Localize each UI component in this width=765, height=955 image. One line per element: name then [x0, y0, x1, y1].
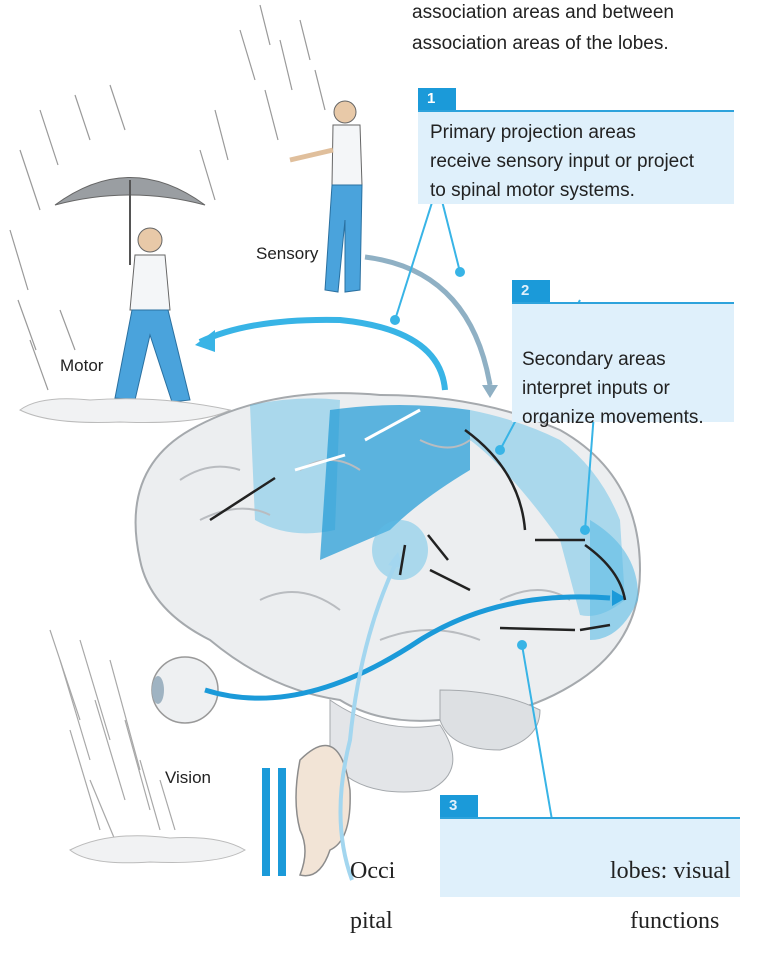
callout-3: [440, 817, 740, 897]
puddle-vision: [70, 836, 245, 863]
header-line-1: association areas and between: [412, 2, 674, 24]
footer-right-line-1: lobes: visual: [610, 858, 731, 885]
callout-2-badge: 2: [512, 280, 550, 302]
label-vision: Vision: [165, 768, 211, 788]
header-line-2: association areas of the lobes.: [412, 33, 669, 55]
puddle-motor: [20, 399, 230, 423]
footer-left-line-1: Occi: [350, 858, 395, 885]
callout-3-badge: 3: [440, 795, 478, 817]
callout-1-badge: 1: [418, 88, 456, 110]
callout-1-line-2: receive sensory input or project: [430, 147, 694, 176]
brain-illustration: [136, 393, 640, 792]
callout-2-line-2: interpret inputs or: [522, 374, 670, 403]
callout-2-line-3: organize movements.: [522, 403, 704, 432]
callout-1-line-1: Primary projection areas: [430, 118, 636, 147]
callout-2-line-1: Secondary areas: [522, 345, 666, 374]
motor-person-illustration: [55, 178, 205, 413]
rain-vision: [50, 630, 175, 840]
footer-right-line-2: functions: [630, 908, 719, 935]
label-sensory: Sensory: [256, 244, 318, 264]
sound-bar: [262, 768, 270, 876]
label-motor: Motor: [60, 356, 103, 376]
sound-bar: [278, 768, 286, 876]
footer-left-line-2: pital: [350, 908, 393, 935]
callout-1-line-3: to spinal motor systems.: [430, 176, 635, 205]
